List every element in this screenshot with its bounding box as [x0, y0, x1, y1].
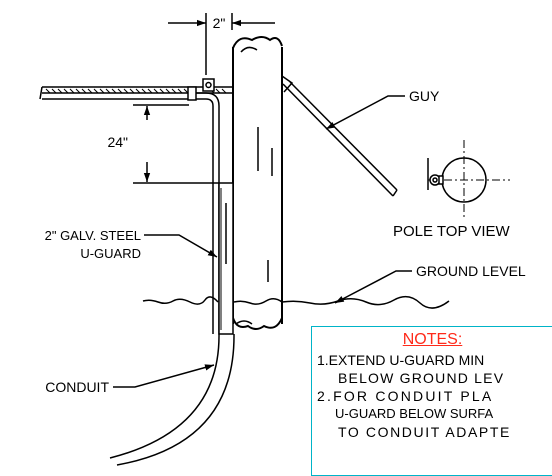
- riser-conduit: [109, 92, 235, 466]
- note-2-line-2: U-GUARD BELOW SURFA: [335, 406, 494, 421]
- guy-wire: [281, 75, 398, 197]
- notes-box: NOTES: 1.EXTEND U-GUARD MIN BELOW GROUND…: [311, 326, 552, 476]
- cable-clamp: [187, 78, 215, 101]
- ground-level-leader: [334, 270, 412, 304]
- note-2-line-3: TO CONDUIT ADAPTE: [338, 424, 511, 440]
- u-guard-detail-drawing: 2" 24" GUY POLE TOP VIEW 2" GALV. STEEL …: [39, 13, 526, 466]
- dimension-24in-label: 24": [107, 134, 128, 150]
- utility-pole: [232, 36, 283, 330]
- notes-title: NOTES:: [402, 331, 463, 348]
- u-guard-label-line1: 2" GALV. STEEL: [45, 228, 141, 243]
- u-guard: [218, 182, 234, 335]
- note-1-line-2: BELOW GROUND LEV: [338, 370, 505, 386]
- conduit-label: CONDUIT: [45, 379, 109, 395]
- dimension-2in: [168, 13, 275, 75]
- note-1-line-1: 1.EXTEND U-GUARD MIN: [317, 352, 485, 368]
- note-2-line-1: 2.FOR CONDUIT PLA: [317, 388, 494, 404]
- pole-top-view-label: POLE TOP VIEW: [393, 223, 511, 240]
- guy-label: GUY: [409, 88, 440, 104]
- pole-top-view: [427, 140, 510, 218]
- dimension-2in-label: 2": [213, 15, 226, 31]
- ground-level-label: GROUND LEVEL: [416, 263, 526, 279]
- u-guard-leader: [144, 234, 218, 258]
- ground-line: [142, 295, 450, 309]
- dimension-24in: [133, 104, 219, 184]
- u-guard-label-line2: U-GUARD: [80, 246, 141, 261]
- guy-leader: [325, 95, 405, 130]
- conduit-leader: [113, 364, 215, 388]
